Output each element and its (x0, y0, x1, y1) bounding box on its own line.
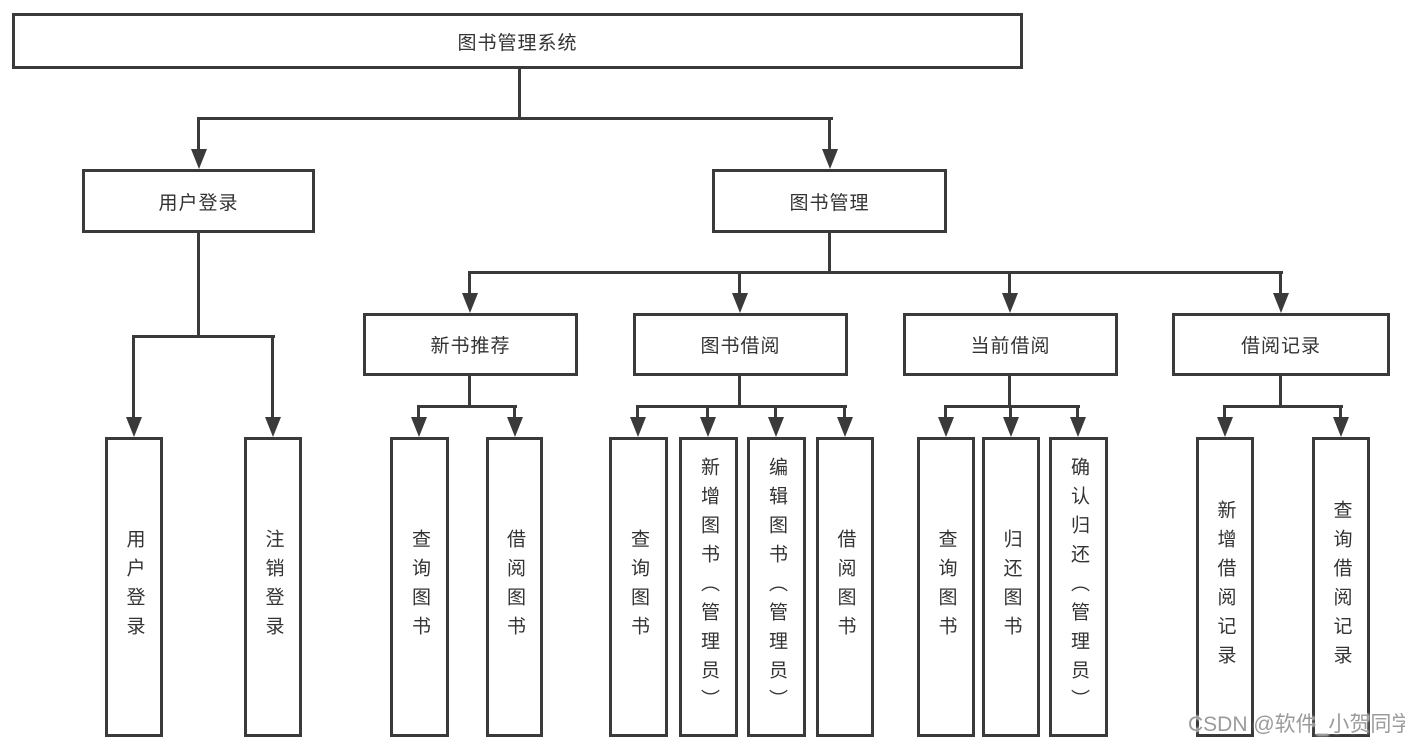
node-user-login: 用户登录 (82, 169, 315, 233)
arrowhead-add-book (700, 417, 716, 437)
connector-to-leaf-logout (271, 335, 274, 419)
node-root-label: 图书管理系统 (457, 32, 578, 54)
connector-user-login-branch (132, 335, 275, 338)
arrowhead-leaf-logout (265, 417, 281, 437)
node-book-management-label: 图书管理 (789, 192, 870, 214)
leaf-add-borrow-record: 新增借阅记录 (1196, 437, 1254, 737)
node-new-book-recommend-label: 新书推荐 (430, 336, 511, 357)
leaf-query-book-1-label: 查询图书 (409, 529, 430, 645)
leaf-query-book-1: 查询图书 (390, 437, 449, 737)
leaf-confirm-return-admin: 确认归还（管理员） (1049, 437, 1108, 737)
arrowhead-add-record (1217, 417, 1233, 437)
leaf-confirm-return-admin-label: 确认归还（管理员） (1068, 456, 1089, 718)
arrowhead-book-borrow (732, 293, 748, 313)
connector-to-add-book (706, 405, 709, 421)
leaf-add-borrow-record-label: 新增借阅记录 (1214, 500, 1236, 674)
leaf-query-book-2-label: 查询图书 (628, 529, 649, 645)
arrowhead-borrow-book-2 (837, 417, 853, 437)
leaf-query-borrow-record: 查询借阅记录 (1312, 437, 1370, 737)
leaf-user-login-label: 用户登录 (123, 529, 145, 645)
leaf-add-book-admin-label: 新增图书（管理员） (698, 456, 719, 718)
connector-to-borrow-book-2 (843, 405, 846, 421)
node-current-borrow: 当前借阅 (903, 313, 1118, 376)
node-book-borrow: 图书借阅 (633, 313, 848, 376)
connector-new-book-branch (417, 405, 517, 408)
connector-to-book-borrow (738, 271, 741, 297)
connector-to-new-book (468, 271, 471, 297)
node-book-management: 图书管理 (712, 169, 947, 233)
connector-borrow-record-stem (1279, 376, 1282, 408)
connector-borrow-record-branch (1223, 405, 1343, 408)
connector-to-edit-book (774, 405, 777, 421)
connector-to-query-book-1 (417, 405, 420, 421)
arrowhead-leaf-user-login (126, 417, 142, 437)
leaf-query-borrow-record-label: 查询借阅记录 (1330, 500, 1352, 674)
connector-user-login-stem (197, 232, 200, 338)
connector-to-current-borrow (1008, 271, 1011, 297)
arrowhead-query-book-1 (411, 417, 427, 437)
leaf-logout: 注销登录 (244, 437, 302, 737)
node-current-borrow-label: 当前借阅 (970, 336, 1051, 357)
node-root: 图书管理系统 (12, 13, 1023, 69)
leaf-return-book-label: 归还图书 (1000, 529, 1022, 645)
leaf-add-book-admin: 新增图书（管理员） (679, 437, 738, 737)
arrowhead-borrow-book-1 (507, 417, 523, 437)
connector-to-leaf-user-login (132, 335, 135, 419)
arrowhead-query-book-3 (938, 417, 954, 437)
leaf-borrow-book-1: 借阅图书 (486, 437, 543, 737)
node-new-book-recommend: 新书推荐 (363, 313, 578, 376)
leaf-logout-label: 注销登录 (262, 529, 284, 645)
connector-to-borrow-record (1279, 271, 1282, 297)
connector-to-user-login (197, 117, 200, 153)
node-book-borrow-label: 图书借阅 (700, 336, 781, 357)
connector-to-book-management (828, 117, 831, 153)
leaf-borrow-book-1-label: 借阅图书 (504, 529, 525, 645)
connector-current-borrow-stem (1008, 376, 1011, 408)
arrowhead-confirm-return (1070, 417, 1086, 437)
connector-to-confirm-return (1076, 405, 1079, 421)
arrowhead-return-book (1003, 417, 1019, 437)
arrowhead-new-book (462, 293, 478, 313)
connector-root-stem (518, 68, 521, 120)
connector-to-query-book-2 (636, 405, 639, 421)
arrowhead-edit-book (768, 417, 784, 437)
arrowhead-user-login (191, 149, 207, 169)
connector-root-branch (197, 117, 833, 120)
connector-to-return-book (1009, 405, 1012, 421)
leaf-edit-book-admin-label: 编辑图书（管理员） (766, 456, 787, 718)
leaf-query-book-3-label: 查询图书 (935, 529, 957, 645)
node-user-login-label: 用户登录 (158, 192, 239, 214)
arrowhead-book-management (822, 149, 838, 169)
leaf-query-book-3: 查询图书 (917, 437, 975, 737)
leaf-borrow-book-2: 借阅图书 (816, 437, 874, 737)
leaf-user-login: 用户登录 (105, 437, 163, 737)
connector-book-management-stem (828, 232, 831, 274)
connector-to-add-record (1223, 405, 1226, 421)
arrowhead-borrow-record (1273, 293, 1289, 313)
leaf-return-book: 归还图书 (982, 437, 1040, 737)
leaf-borrow-book-2-label: 借阅图书 (834, 529, 856, 645)
connector-book-management-branch (468, 271, 1283, 274)
connector-book-borrow-stem (738, 376, 741, 408)
connector-to-borrow-book-1 (513, 405, 516, 421)
connector-new-book-stem (468, 376, 471, 408)
node-borrow-record: 借阅记录 (1172, 313, 1390, 376)
connector-to-query-record (1339, 405, 1342, 421)
node-borrow-record-label: 借阅记录 (1240, 336, 1321, 357)
arrowhead-current-borrow (1002, 293, 1018, 313)
arrowhead-query-book-2 (630, 417, 646, 437)
connector-current-borrow-branch (944, 405, 1080, 408)
connector-to-query-book-3 (944, 405, 947, 421)
leaf-query-book-2: 查询图书 (609, 437, 668, 737)
connector-book-borrow-branch (636, 405, 847, 408)
watermark: CSDN @软件_小贺同学 (1188, 713, 1405, 736)
arrowhead-query-record (1333, 417, 1349, 437)
leaf-edit-book-admin: 编辑图书（管理员） (747, 437, 806, 737)
